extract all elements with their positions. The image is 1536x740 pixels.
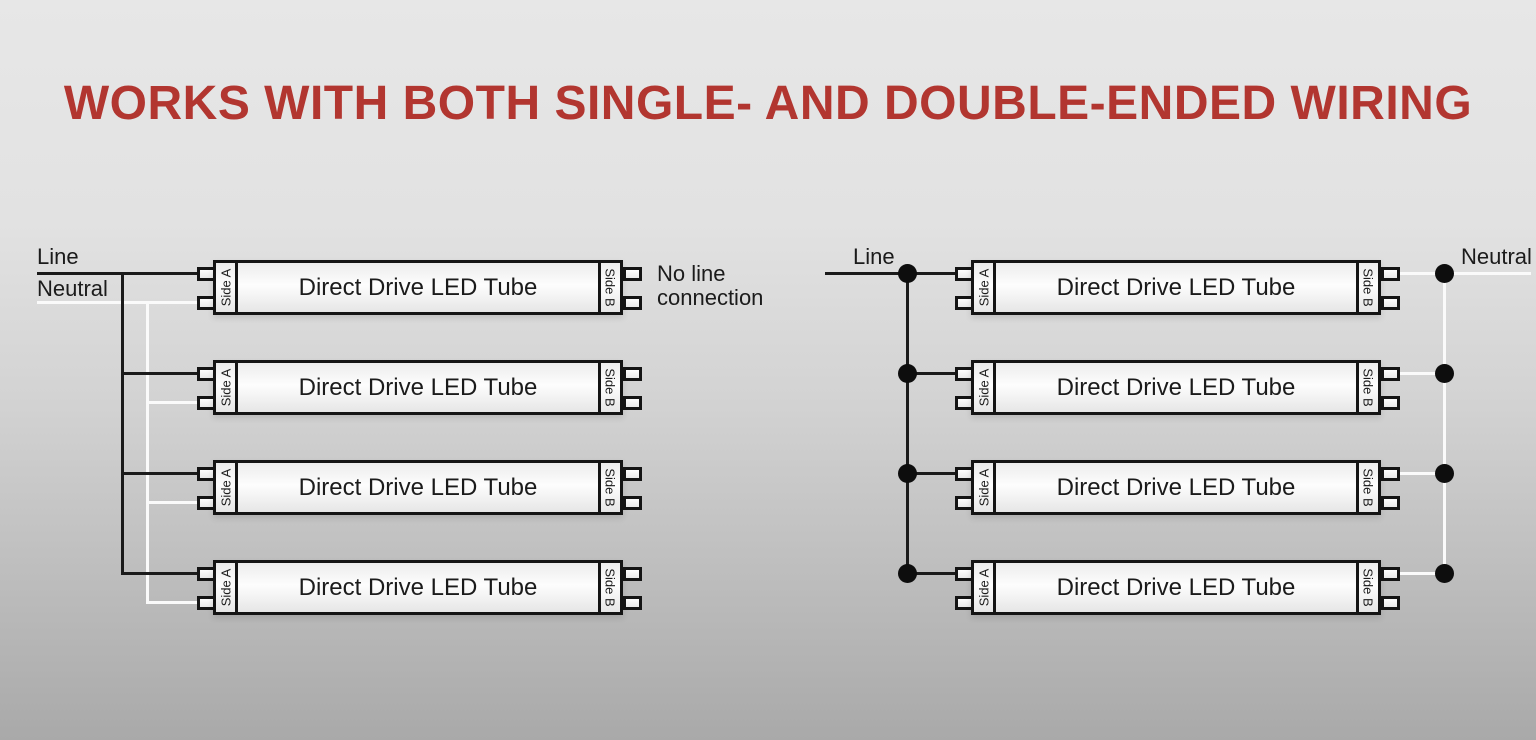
junction-dot [898,364,917,383]
neutral-label: Neutral [37,276,108,301]
side-a-label: Side A [216,463,238,512]
pin-icon [623,296,642,310]
tube-body: Side A Direct Drive LED Tube Side B [213,560,623,615]
line-wire-horizontal [37,272,197,275]
neutral-bus-vertical [1443,272,1446,575]
neutral-branch [146,401,200,404]
tube-body: Side A Direct Drive LED Tube Side B [213,460,623,515]
junction-dot [898,464,917,483]
line-branch [121,372,200,375]
junction-dot [1435,264,1454,283]
neutral-bus-vertical [146,301,149,604]
side-a-label: Side A [974,363,996,412]
pin-icon [623,567,642,581]
tube-label: Direct Drive LED Tube [1056,573,1296,601]
led-tube: Side A Direct Drive LED Tube Side B [197,260,642,315]
tube-body: Side A Direct Drive LED Tube Side B [971,560,1381,615]
line-branch [906,372,958,375]
neutral-branch [146,501,200,504]
pin-icon [1381,296,1400,310]
line-wire-horizontal [825,272,958,275]
side-a-label: Side A [974,463,996,512]
pin-icon [1381,367,1400,381]
page-title: WORKS WITH BOTH SINGLE- AND DOUBLE-ENDED… [63,77,1473,130]
side-b-label: Side B [598,263,620,312]
led-tube: Side A Direct Drive LED Tube Side B [197,460,642,515]
pin-icon [623,367,642,381]
neutral-wire-horizontal [1400,272,1531,275]
tube-label: Direct Drive LED Tube [1056,473,1296,501]
neutral-branch [1400,472,1446,475]
line-label: Line [853,244,895,269]
tube-label: Direct Drive LED Tube [298,373,538,401]
pin-icon [1381,396,1400,410]
junction-dot [898,564,917,583]
junction-dot [1435,564,1454,583]
tube-label: Direct Drive LED Tube [298,573,538,601]
tube-label: Direct Drive LED Tube [1056,273,1296,301]
led-tube: Side A Direct Drive LED Tube Side B [955,560,1400,615]
line-bus-vertical [906,272,909,575]
side-b-label: Side B [598,363,620,412]
neutral-branch [146,601,200,604]
pin-icon [1381,596,1400,610]
neutral-branch [1400,372,1446,375]
side-a-label: Side A [216,563,238,612]
junction-dot [898,264,917,283]
pin-icon [623,267,642,281]
line-branch [906,472,958,475]
junction-dot [1435,364,1454,383]
tube-body: Side A Direct Drive LED Tube Side B [971,260,1381,315]
tube-label: Direct Drive LED Tube [298,473,538,501]
side-b-label: Side B [598,463,620,512]
side-b-label: Side B [598,563,620,612]
side-a-label: Side A [216,363,238,412]
tube-body: Side A Direct Drive LED Tube Side B [971,460,1381,515]
side-a-label: Side A [216,263,238,312]
tube-body: Side A Direct Drive LED Tube Side B [971,360,1381,415]
led-tube: Side A Direct Drive LED Tube Side B [955,260,1400,315]
led-tube: Side A Direct Drive LED Tube Side B [197,360,642,415]
side-b-label: Side B [1356,563,1378,612]
pin-icon [1381,567,1400,581]
tube-body: Side A Direct Drive LED Tube Side B [213,360,623,415]
junction-dot [1435,464,1454,483]
pin-icon [623,396,642,410]
side-b-label: Side B [1356,263,1378,312]
line-label: Line [37,244,79,269]
neutral-label: Neutral [1461,244,1532,269]
pin-icon [623,496,642,510]
side-b-label: Side B [1356,463,1378,512]
side-b-label: Side B [1356,363,1378,412]
led-tube: Side A Direct Drive LED Tube Side B [955,360,1400,415]
neutral-wire-horizontal [37,301,197,304]
tube-label: Direct Drive LED Tube [298,273,538,301]
side-a-label: Side A [974,263,996,312]
line-branch [121,572,200,575]
tube-label: Direct Drive LED Tube [1056,373,1296,401]
pin-icon [623,596,642,610]
led-tube: Side A Direct Drive LED Tube Side B [955,460,1400,515]
side-a-label: Side A [974,563,996,612]
neutral-branch [1400,572,1446,575]
pin-icon [1381,267,1400,281]
line-branch [906,572,958,575]
pin-icon [1381,467,1400,481]
line-bus-vertical [121,272,124,575]
led-tube: Side A Direct Drive LED Tube Side B [197,560,642,615]
tube-body: Side A Direct Drive LED Tube Side B [213,260,623,315]
line-branch [121,472,200,475]
pin-icon [1381,496,1400,510]
pin-icon [623,467,642,481]
no-line-connection-note: No line connection [657,261,764,310]
